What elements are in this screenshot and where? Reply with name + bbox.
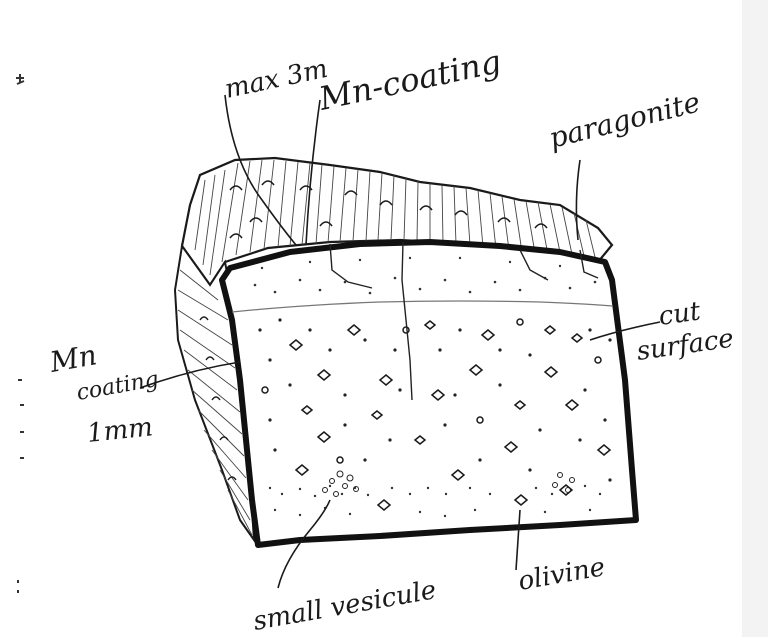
paper-right-edge bbox=[742, 0, 768, 637]
label-cut-surface-line1: cut bbox=[657, 296, 703, 332]
mn-coating-border bbox=[222, 242, 636, 545]
